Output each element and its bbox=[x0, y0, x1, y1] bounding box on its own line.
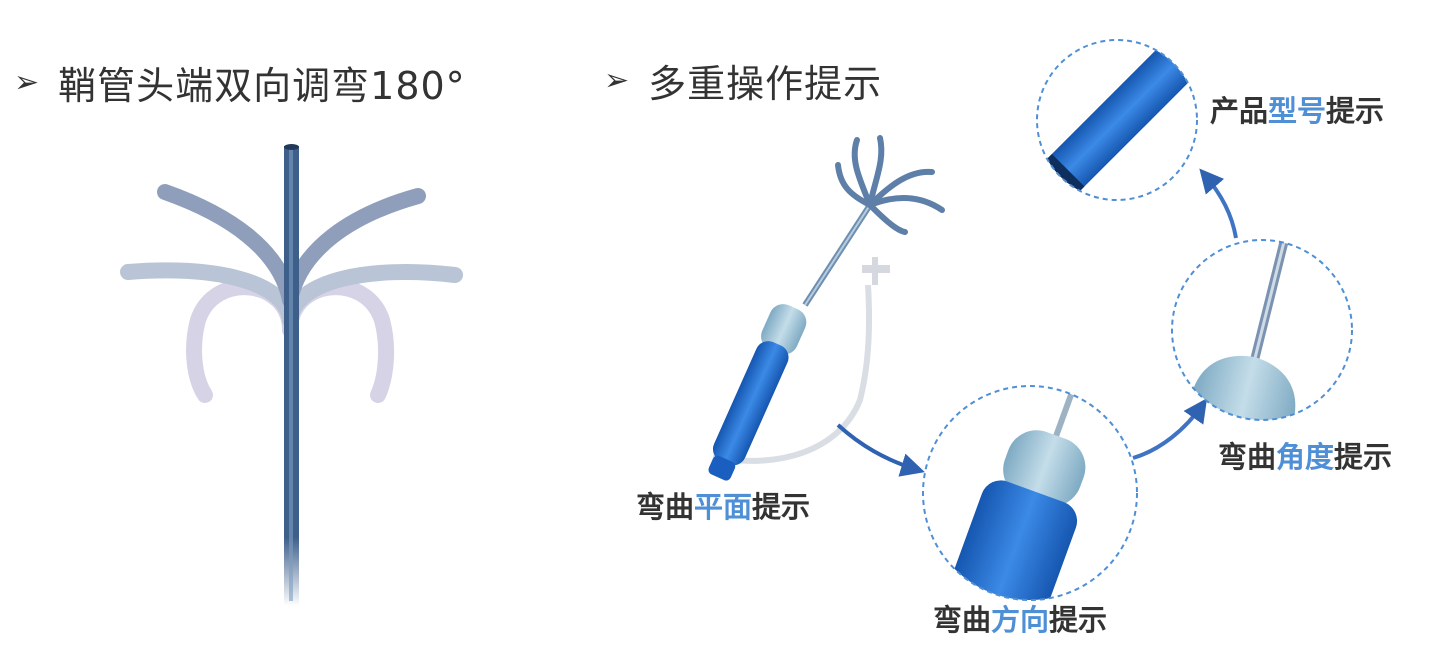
callout-suffix: 提示 bbox=[1049, 603, 1108, 637]
callout-highlight: 角度 bbox=[1276, 440, 1335, 474]
callout-bend-direction: 弯曲方向提示 bbox=[933, 597, 1107, 639]
callout-suffix: 提示 bbox=[1334, 440, 1393, 474]
left-heading: ➢ 鞘管头端双向调弯180° bbox=[14, 55, 466, 110]
sheath-deflection-diagram bbox=[120, 144, 463, 606]
callout-highlight: 方向 bbox=[991, 603, 1050, 637]
callout-highlight: 平面 bbox=[694, 490, 753, 524]
callout-bend-plane: 弯曲平面提示 bbox=[636, 484, 810, 526]
arrow-angle-to-model bbox=[1199, 168, 1238, 239]
zoom-circle-direction bbox=[922, 385, 1138, 601]
callout-suffix: 提示 bbox=[1326, 94, 1385, 128]
catheter-device bbox=[708, 135, 945, 481]
callout-prefix: 弯曲 bbox=[1218, 440, 1277, 474]
callout-product-model: 产品型号提示 bbox=[1210, 88, 1384, 130]
arrow-bullet-icon: ➢ bbox=[14, 65, 41, 100]
callout-prefix: 弯曲 bbox=[933, 603, 992, 637]
callout-suffix: 提示 bbox=[752, 490, 811, 524]
left-heading-text: 鞘管头端双向调弯180° bbox=[58, 64, 466, 108]
arrow-bullet-icon: ➢ bbox=[604, 63, 631, 98]
callout-bend-angle: 弯曲角度提示 bbox=[1218, 434, 1392, 476]
arrow-plane-to-direction bbox=[836, 423, 925, 477]
right-heading-text: 多重操作提示 bbox=[648, 62, 883, 106]
zoom-circle-model bbox=[1036, 39, 1198, 201]
arrow-direction-to-angle bbox=[1132, 398, 1208, 460]
right-heading: ➢ 多重操作提示 bbox=[604, 53, 882, 108]
callout-prefix: 产品 bbox=[1210, 94, 1269, 128]
zoom-circle-angle bbox=[1171, 239, 1353, 421]
callout-highlight: 型号 bbox=[1268, 94, 1327, 128]
callout-prefix: 弯曲 bbox=[636, 490, 695, 524]
